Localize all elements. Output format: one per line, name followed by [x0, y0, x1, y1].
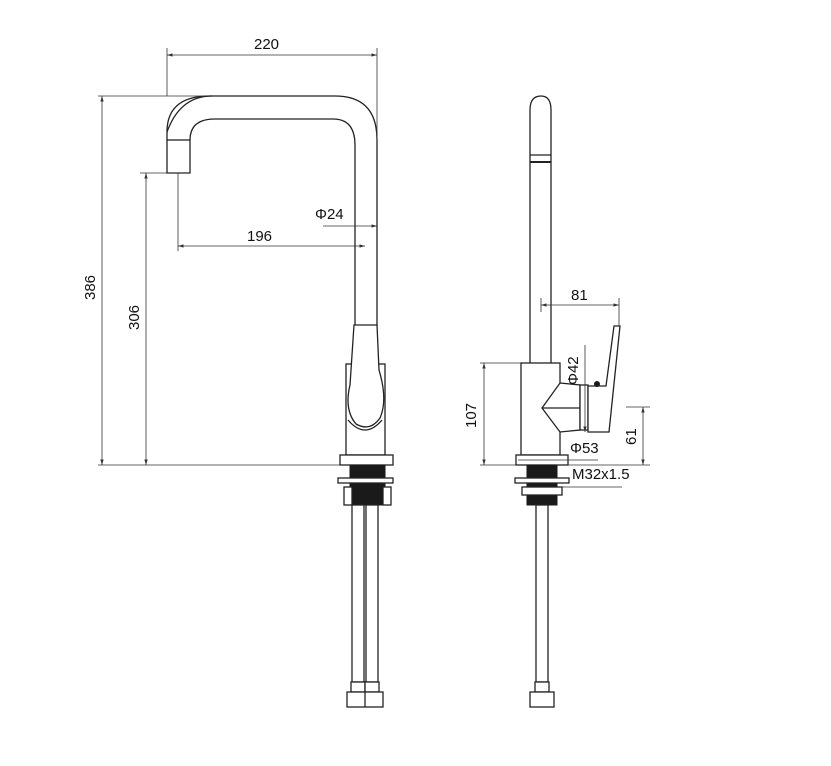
- dim-306: 306: [126, 305, 143, 330]
- spout-outer: [166, 95, 378, 326]
- dim-61: 61: [623, 428, 640, 445]
- side-view: 81 Φ42 107 61 Φ53 M32x1.5: [463, 95, 650, 708]
- spout-inner: [189, 118, 356, 326]
- spout-side: [529, 95, 552, 363]
- spout-tip: [166, 139, 191, 174]
- hose-side: [535, 504, 549, 683]
- base-plate: [339, 454, 394, 466]
- thread-side: [526, 464, 558, 506]
- dim-220: 220: [254, 36, 279, 53]
- dim-phi24: Φ24: [315, 206, 344, 223]
- dim-phi53: Φ53: [570, 440, 599, 457]
- washer: [337, 477, 394, 484]
- dim-thread: M32x1.5: [572, 466, 630, 483]
- hose-fitting-side: [529, 691, 555, 708]
- dim-phi42: Φ42: [565, 356, 582, 385]
- thread: [349, 464, 386, 506]
- dim-81: 81: [571, 287, 588, 304]
- dim-107: 107: [463, 403, 480, 428]
- hose-right: [365, 504, 379, 683]
- handle-side: [587, 325, 621, 433]
- front-view: 220 386 306 196 Φ24: [82, 36, 394, 708]
- hose-left: [351, 504, 365, 683]
- dim-386: 386: [82, 275, 99, 300]
- dim-196: 196: [247, 228, 272, 245]
- lever: [347, 324, 385, 428]
